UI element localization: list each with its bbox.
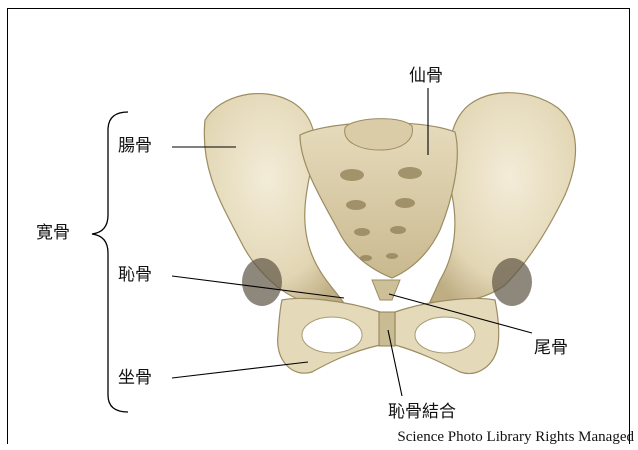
label-sacrum: 仙骨 — [409, 68, 443, 85]
left-acetabulum — [242, 258, 282, 306]
label-ischium: 坐骨 — [118, 370, 152, 387]
sacral-top-shape — [345, 119, 413, 150]
pubic-symphysis-shape — [379, 312, 395, 346]
image-credit: Science Photo Library Rights Managed — [397, 429, 634, 446]
label-hip-bone: 寛骨 — [36, 225, 70, 242]
label-pubis: 恥骨 — [118, 267, 152, 284]
label-coccyx: 尾骨 — [534, 340, 568, 357]
left-obturator-foramen — [302, 317, 362, 353]
right-acetabulum — [492, 258, 532, 306]
coccyx-shape — [372, 280, 400, 300]
right-obturator-foramen — [415, 317, 475, 353]
hip-bone-bracket — [92, 112, 128, 412]
label-pubic-symphysis: 恥骨結合 — [388, 404, 456, 421]
label-ilium: 腸骨 — [118, 138, 152, 155]
ischium-leader — [172, 362, 308, 378]
